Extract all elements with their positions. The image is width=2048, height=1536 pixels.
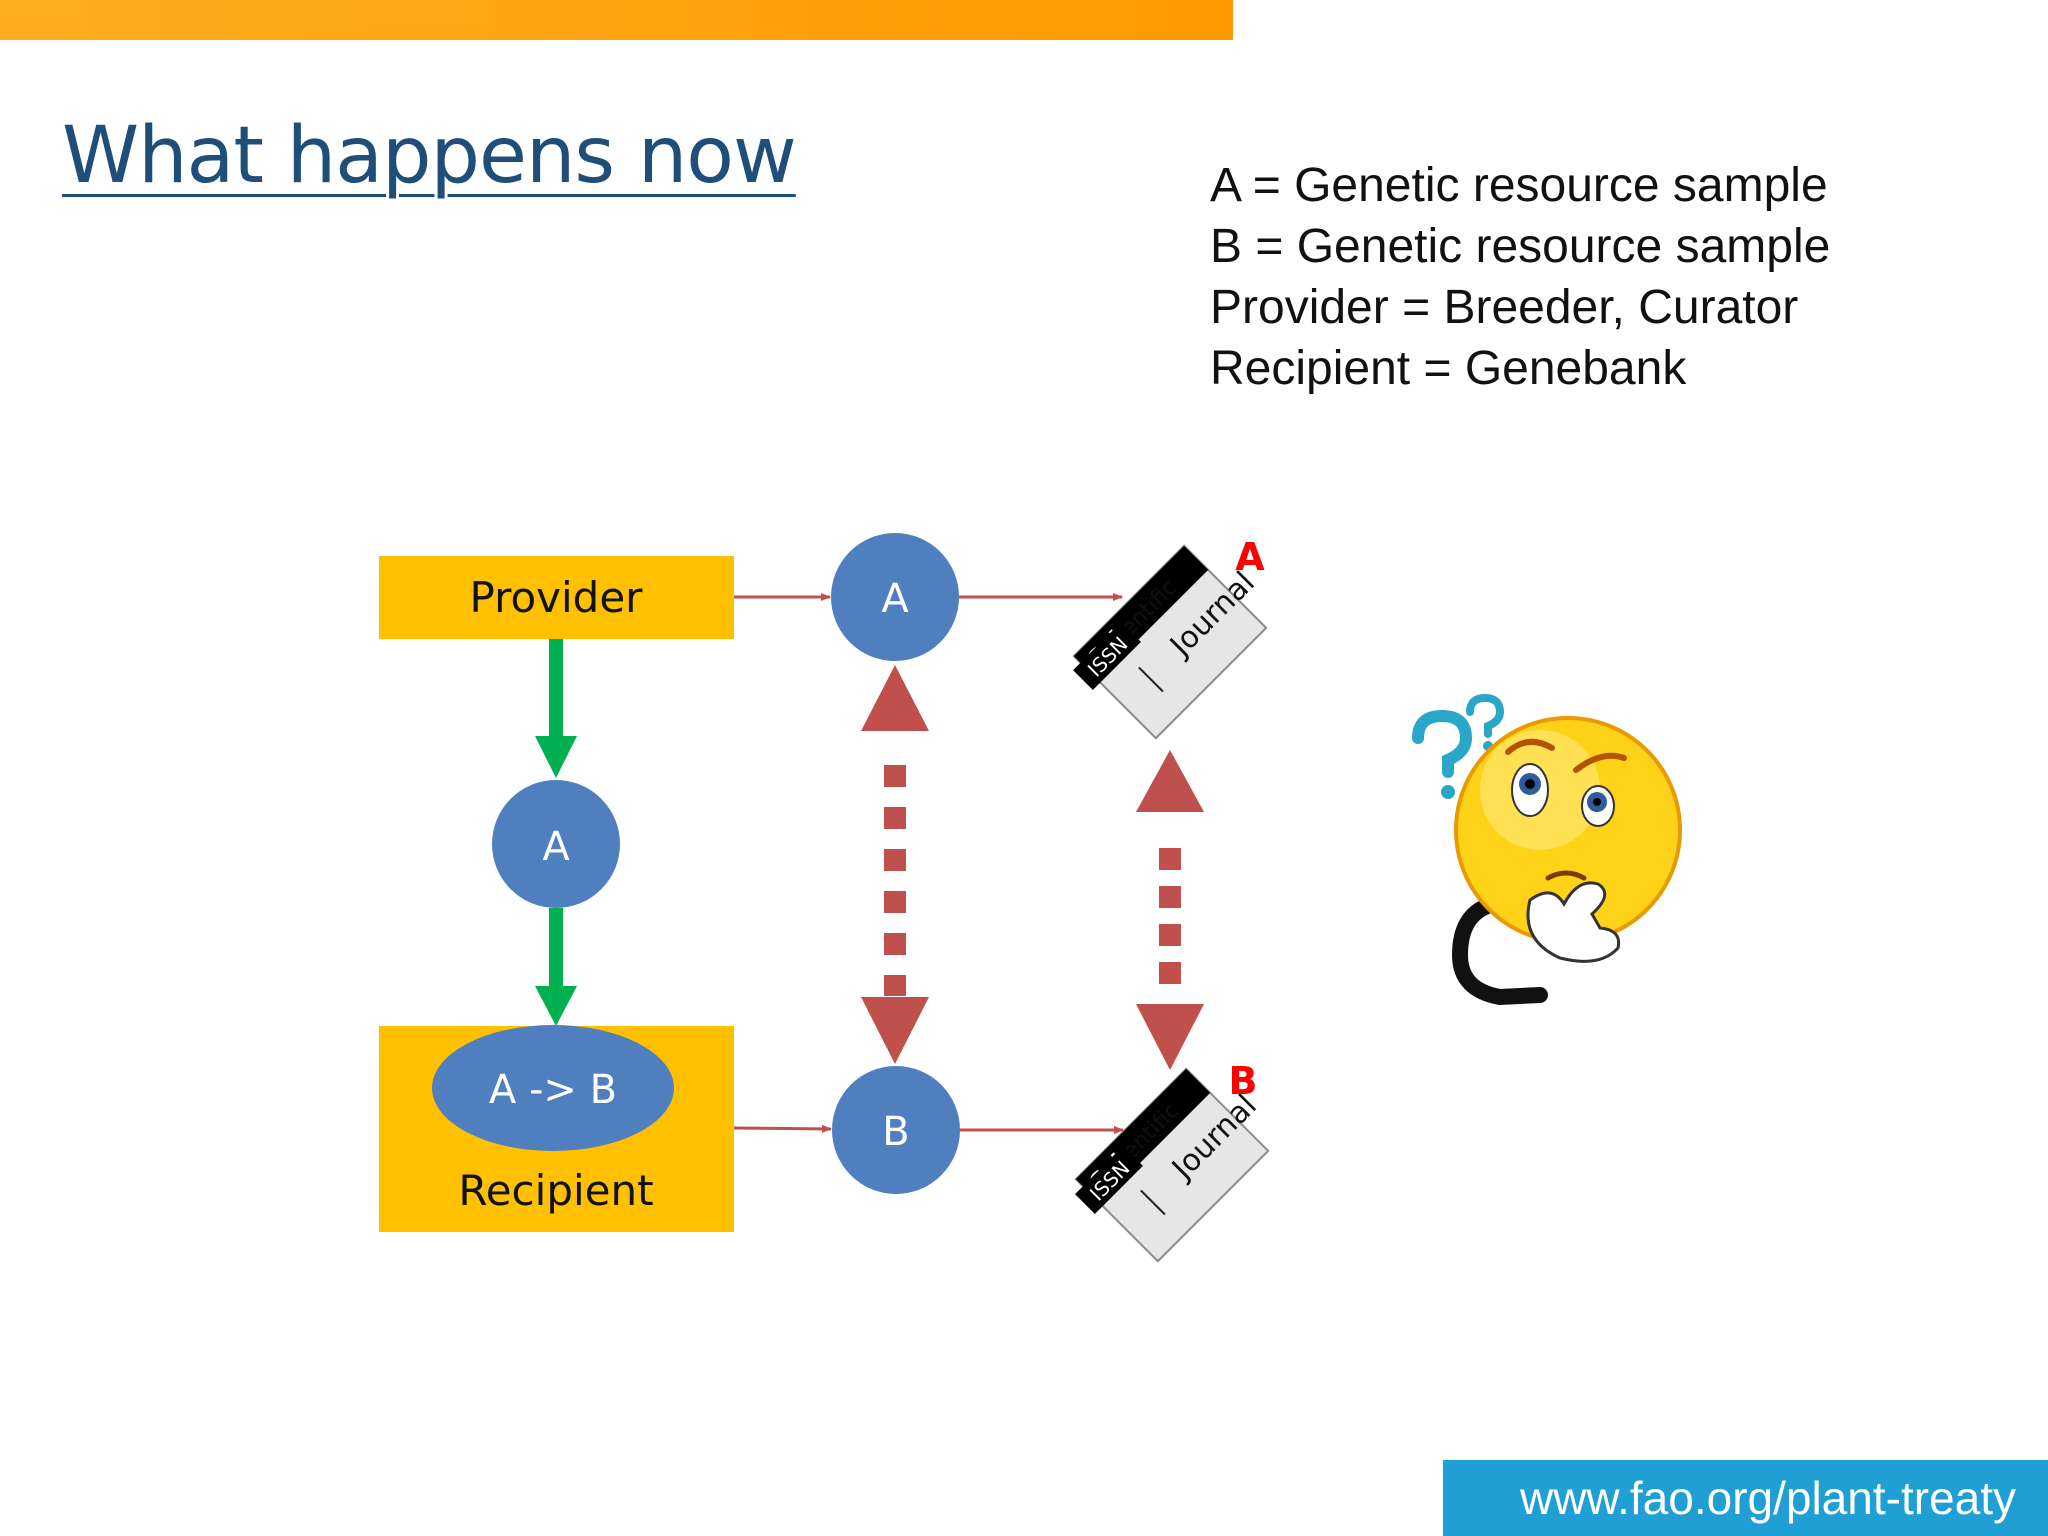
legend-item-b: B = Genetic resource sample [1210, 220, 1831, 273]
sample-b-node: B [832, 1066, 960, 1194]
sample-a-label: A [542, 824, 570, 870]
legend-item-recipient: Recipient = Genebank [1210, 342, 1687, 395]
legend: A = Genetic resource sample B = Genetic … [1210, 155, 1830, 399]
footer-url-badge[interactable]: www.fao.org/plant-treaty [1443, 1460, 2048, 1536]
provider-box: Provider [379, 556, 734, 639]
journal-a-marker: A [1235, 535, 1265, 579]
sample-a-node: A [492, 780, 620, 908]
conversion-node: A -> B [432, 1025, 674, 1151]
journal-a-icon: Sci entific Journal ISSN A [1072, 535, 1268, 740]
double-arrow-sample-a-b [861, 665, 929, 1064]
legend-item-provider: Provider = Breeder, Curator [1210, 281, 1799, 334]
recipient-label: Recipient [458, 1166, 653, 1215]
journal-b-marker: B [1229, 1059, 1258, 1103]
journal-b-icon: Sci entific Journal ISSN B [1074, 1059, 1270, 1263]
top-accent-bar [0, 0, 1233, 40]
green-arrow-sample-to-recipient [535, 908, 577, 1026]
conversion-label: A -> B [489, 1067, 617, 1113]
provider-label: Provider [470, 573, 644, 622]
slide-title: What happens now [62, 111, 797, 201]
sample-a-top-label: A [881, 576, 909, 622]
sample-a-top-node: A [831, 533, 959, 661]
thinking-face-icon [1412, 693, 1682, 1006]
green-arrow-provider-to-sample [535, 639, 577, 778]
sample-b-label: B [882, 1109, 909, 1155]
legend-item-a: A = Genetic resource sample [1210, 159, 1828, 212]
double-arrow-journal-a-b [1136, 750, 1204, 1070]
arrow-recipient-to-sample-b [733, 1124, 832, 1133]
recipient-box: Recipient [379, 1026, 734, 1232]
